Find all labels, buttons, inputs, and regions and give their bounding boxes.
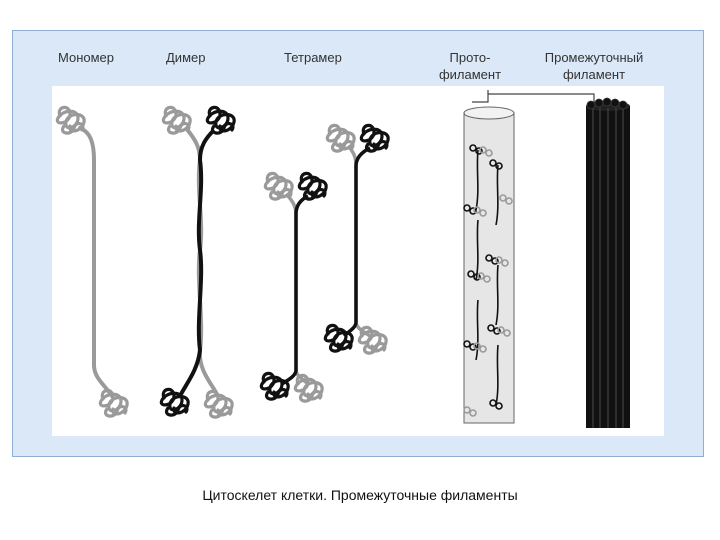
label-tetramer: Тетрамер (284, 50, 342, 65)
label-monomer: Мономер (58, 50, 115, 65)
intermediate-filament-bundle (586, 97, 630, 428)
monomer-molecule (55, 105, 129, 418)
label-intermediate-line1: Промежуточный (544, 50, 644, 65)
connector-bracket (472, 90, 603, 103)
dimer-molecule (159, 105, 236, 419)
diagram-canvas (52, 86, 664, 436)
label-protofilament-line1: Прото- (449, 50, 491, 65)
label-dimer: Димер (166, 50, 206, 65)
label-protofilament-line2: филамент (438, 67, 502, 82)
label-intermediate-line2: филамент (562, 67, 626, 82)
protofilament-cylinder (463, 106, 515, 424)
label-intermediate-filament: Промежуточный филамент (534, 49, 654, 83)
label-protofilament: Прото- филамент (430, 49, 510, 83)
figure-caption: Цитоскелет клетки. Промежуточные филамен… (202, 487, 518, 503)
tetramer-molecule (259, 123, 390, 403)
